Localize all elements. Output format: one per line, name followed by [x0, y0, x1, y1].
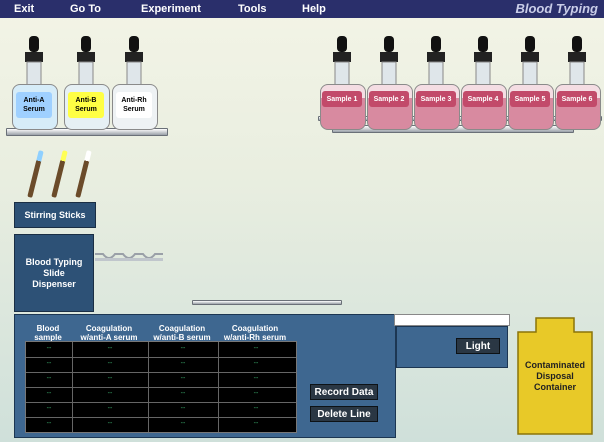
serum-bottle-anti-a[interactable]: Anti-A Serum [12, 36, 58, 130]
data-grid: -- -- -- -- -- -- -- -- -- -- -- -- -- -- -- -- -- -- -- --… [25, 341, 297, 433]
stirring-stick-yellow[interactable] [51, 150, 68, 198]
app-title: Blood Typing [515, 1, 598, 16]
table-cell[interactable]: -- [180, 405, 186, 412]
menu-go-to[interactable]: Go To [70, 3, 101, 15]
menu-tools[interactable]: Tools [238, 3, 267, 15]
table-cell[interactable]: -- [46, 360, 52, 367]
table-cell[interactable]: -- [180, 420, 186, 427]
menu-help[interactable]: Help [302, 3, 326, 15]
table-cell[interactable]: -- [180, 390, 186, 397]
sample-bottle-3[interactable]: Sample 3 [414, 36, 460, 130]
disposal-container[interactable]: Contaminated Disposal Container [512, 316, 598, 436]
stirring-stick-white[interactable] [75, 150, 92, 198]
dropper-icon [77, 36, 95, 86]
serum-label: Anti-A Serum [16, 92, 52, 118]
dropper-icon [25, 36, 43, 86]
sample-shelf [318, 116, 602, 121]
grid-divider [26, 417, 296, 418]
light-box-top [394, 314, 510, 326]
menu-bar: Exit Go To Experiment Tools Help Blood T… [0, 0, 604, 18]
serum-label: Anti-Rh Serum [116, 92, 152, 118]
table-cell[interactable]: -- [253, 405, 259, 412]
dropper-icon [521, 36, 539, 86]
table-cell[interactable]: -- [253, 375, 259, 382]
slide-dispenser[interactable]: Blood Typing Slide Dispenser [14, 234, 94, 312]
table-cell[interactable]: -- [107, 375, 113, 382]
table-cell[interactable]: -- [107, 345, 113, 352]
serum-bottle-anti-rh[interactable]: Anti-Rh Serum [112, 36, 158, 130]
dropper-icon [380, 36, 398, 86]
table-cell[interactable]: -- [180, 360, 186, 367]
stirring-sticks-holder[interactable]: Stirring Sticks [14, 202, 96, 228]
header-blood-sample: Blood sample [34, 324, 62, 342]
grid-divider [26, 387, 296, 388]
menu-exit[interactable]: Exit [14, 3, 35, 15]
sample-label: Sample 4 [463, 91, 503, 107]
container-shape-icon [517, 317, 593, 435]
table-cell[interactable]: -- [253, 420, 259, 427]
grid-divider [26, 372, 296, 373]
delete-line-button[interactable]: Delete Line [310, 406, 378, 422]
table-cell[interactable]: -- [107, 390, 113, 397]
table-cell[interactable]: -- [107, 360, 113, 367]
stirring-stick-blue[interactable] [27, 150, 44, 198]
serum-bottle-anti-b[interactable]: Anti-B Serum [64, 36, 110, 130]
dropper-icon [568, 36, 586, 86]
slide-tray-icon[interactable] [95, 244, 165, 264]
table-cell[interactable]: -- [253, 360, 259, 367]
table-cell[interactable]: -- [107, 420, 113, 427]
table-cell[interactable]: -- [46, 375, 52, 382]
middle-shelf [192, 300, 342, 305]
grid-divider [26, 357, 296, 358]
sample-label: Sample 1 [322, 91, 362, 107]
sample-label: Sample 3 [416, 91, 456, 107]
light-button[interactable]: Light [456, 338, 500, 354]
serum-label: Anti-B Serum [68, 92, 104, 118]
dropper-icon [333, 36, 351, 86]
table-cell[interactable]: -- [46, 405, 52, 412]
table-cell[interactable]: -- [46, 420, 52, 427]
table-cell[interactable]: -- [253, 390, 259, 397]
sample-label: Sample 6 [557, 91, 597, 107]
sample-bottle-6[interactable]: Sample 6 [555, 36, 601, 130]
sample-label: Sample 2 [369, 91, 409, 107]
grid-divider [26, 402, 296, 403]
header-anti-rh: Coagulation w/anti-Rh serum [223, 324, 287, 342]
table-cell[interactable]: -- [46, 390, 52, 397]
sample-bottle-1[interactable]: Sample 1 [320, 36, 366, 130]
sample-bottle-4[interactable]: Sample 4 [461, 36, 507, 130]
menu-experiment[interactable]: Experiment [141, 3, 201, 15]
table-cell[interactable]: -- [180, 345, 186, 352]
record-data-button[interactable]: Record Data [310, 384, 378, 400]
dropper-icon [125, 36, 143, 86]
table-cell[interactable]: -- [253, 345, 259, 352]
dropper-icon [474, 36, 492, 86]
disposal-label: Contaminated Disposal Container [524, 360, 585, 392]
header-anti-b: Coagulation w/anti-B serum [153, 324, 211, 342]
table-cell[interactable]: -- [107, 405, 113, 412]
table-cell[interactable]: -- [180, 375, 186, 382]
header-anti-a: Coagulation w/anti-A serum [80, 324, 138, 342]
sample-label: Sample 5 [510, 91, 550, 107]
sample-bottle-5[interactable]: Sample 5 [508, 36, 554, 130]
table-cell[interactable]: -- [46, 345, 52, 352]
dropper-icon [427, 36, 445, 86]
sample-bottle-2[interactable]: Sample 2 [367, 36, 413, 130]
